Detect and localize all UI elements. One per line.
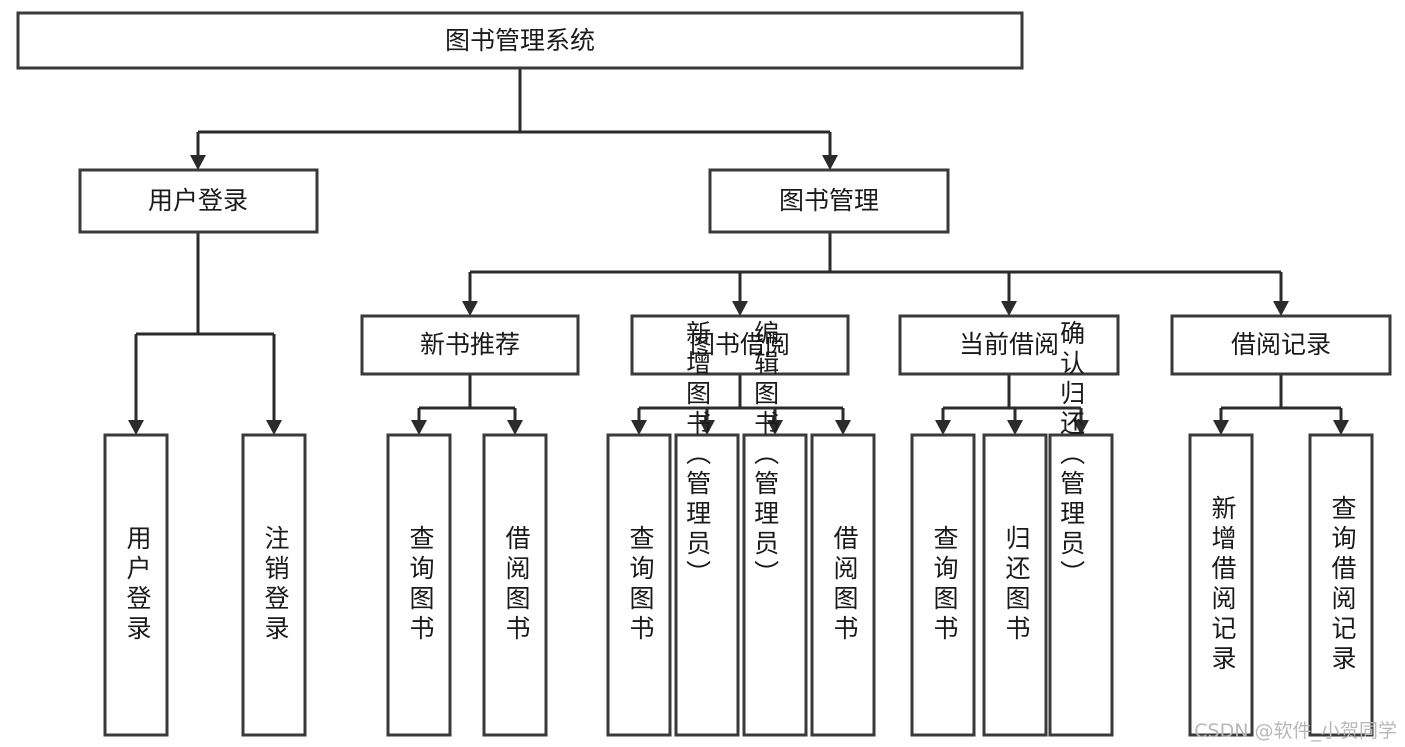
leaf-borrow-book-bb-label: 借阅图书 <box>830 525 859 645</box>
leaf-add-book-admin-label: 新增图书（管理员） <box>683 320 712 590</box>
leaf-edit-book-admin-box <box>742 433 808 737</box>
leaf-node-logout[interactable]: 注销登录 <box>241 433 307 737</box>
leaf-node-confirm-return-admin[interactable]: 确认归还（管理员） <box>1048 320 1114 737</box>
node-book-management[interactable]: 图书管理 <box>708 168 950 234</box>
leaf-query-borrow-record-label: 查询借阅记录 <box>1328 495 1357 675</box>
arrowhead-borrow-record <box>1273 301 1289 316</box>
leaf-query-book-bb-box <box>606 433 672 737</box>
node-book-borrow-label: 图书借阅 <box>690 330 790 359</box>
leaf-query-book-nb-box <box>386 433 452 737</box>
arrowhead-current-borrow <box>1001 301 1017 316</box>
node-borrow-record[interactable]: 借阅记录 <box>1170 314 1392 376</box>
leaf-user-login-label: 用户登录 <box>123 525 152 645</box>
leaf-add-borrow-record-box <box>1188 433 1254 737</box>
leaf-query-borrow-record-box <box>1308 433 1374 737</box>
leaf-edit-book-admin-label: 编辑图书（管理员） <box>751 320 780 590</box>
node-root-box <box>16 11 1024 70</box>
leaf-logout-box <box>241 433 307 737</box>
connector-group-book-borrow-children <box>631 374 851 435</box>
leaf-add-borrow-record-label: 新增借阅记录 <box>1208 495 1237 675</box>
node-book-management-box <box>708 168 950 234</box>
arrowhead-leaf-1 <box>128 420 144 435</box>
leaf-logout-label: 注销登录 <box>261 525 290 645</box>
leaf-return-book-label: 归还图书 <box>1002 525 1031 645</box>
connector-group-borrow-record-children <box>1213 374 1349 435</box>
leaf-query-book-nb-label: 查询图书 <box>406 525 435 645</box>
node-user-login-box <box>78 168 319 234</box>
leaf-node-query-book-nb[interactable]: 查询图书 <box>386 433 452 737</box>
arrowhead-leaf-6 <box>699 420 715 435</box>
arrowhead-book-mgmt <box>822 155 838 170</box>
arrowhead-leaf-7 <box>767 420 783 435</box>
node-new-book-recommend-box <box>360 314 580 376</box>
leaf-node-add-borrow-record[interactable]: 新增借阅记录 <box>1188 433 1254 737</box>
node-root[interactable]: 图书管理系统 <box>16 11 1024 70</box>
leaf-borrow-book-nb-label: 借阅图书 <box>502 525 531 645</box>
node-book-management-label: 图书管理 <box>779 186 879 215</box>
node-user-login[interactable]: 用户登录 <box>78 168 319 234</box>
arrowhead-book-borrow <box>732 301 748 316</box>
leaf-node-return-book[interactable]: 归还图书 <box>982 433 1048 737</box>
node-new-book-recommend-label: 新书推荐 <box>420 330 520 359</box>
leaf-return-book-box <box>982 433 1048 737</box>
leaf-confirm-return-admin-label: 确认归还（管理员） <box>1057 320 1086 590</box>
arrowhead-leaf-12 <box>1213 420 1229 435</box>
node-new-book-recommend[interactable]: 新书推荐 <box>360 314 580 376</box>
leaf-node-borrow-book-nb[interactable]: 借阅图书 <box>482 433 548 737</box>
node-current-borrow[interactable]: 当前借阅 <box>898 314 1120 376</box>
leaf-borrow-book-bb-box <box>810 433 876 737</box>
connector-group-current-borrow-children <box>935 374 1089 435</box>
arrowhead-new-books <box>462 301 478 316</box>
leaf-add-book-admin-box <box>674 433 740 737</box>
arrowhead-leaf-5 <box>631 420 647 435</box>
node-root-label: 图书管理系统 <box>445 26 595 55</box>
connector-group-new-books-children <box>411 374 523 435</box>
arrowhead-leaf-8 <box>835 420 851 435</box>
arrowhead-leaf-4 <box>507 420 523 435</box>
node-borrow-record-label: 借阅记录 <box>1231 330 1331 359</box>
arrowhead-leaf-3 <box>411 420 427 435</box>
leaf-borrow-book-nb-box <box>482 433 548 737</box>
node-book-borrow[interactable]: 图书借阅 <box>630 314 850 376</box>
leaf-node-query-book-bb[interactable]: 查询图书 <box>606 433 672 737</box>
arrowhead-leaf-10 <box>1007 420 1023 435</box>
node-borrow-record-box <box>1170 314 1392 376</box>
connector-group-root-to-level2 <box>190 68 838 170</box>
leaf-node-query-book-cb[interactable]: 查询图书 <box>910 433 976 737</box>
leaf-query-book-cb-label: 查询图书 <box>930 525 959 645</box>
arrowhead-leaf-2 <box>266 420 282 435</box>
node-current-borrow-label: 当前借阅 <box>959 330 1059 359</box>
leaf-node-borrow-book-bb[interactable]: 借阅图书 <box>810 433 876 737</box>
leaf-node-user-login[interactable]: 用户登录 <box>103 433 169 737</box>
leaf-confirm-return-admin-box <box>1048 433 1114 737</box>
connector-group-book-mgmt-children <box>462 232 1289 316</box>
arrowhead-leaf-11 <box>1073 420 1089 435</box>
leaf-node-edit-book-admin[interactable]: 编辑图书（管理员） <box>742 320 808 737</box>
leaf-user-login-box <box>103 433 169 737</box>
leaf-query-book-cb-box <box>910 433 976 737</box>
arrowhead-leaf-13 <box>1333 420 1349 435</box>
connector-group-user-login-children <box>128 232 282 435</box>
arrowhead-leaf-9 <box>935 420 951 435</box>
node-user-login-label: 用户登录 <box>148 186 248 215</box>
node-current-borrow-box <box>898 314 1120 376</box>
leaf-node-add-book-admin[interactable]: 新增图书（管理员） <box>674 320 740 737</box>
node-book-borrow-box <box>630 314 850 376</box>
leaf-query-book-bb-label: 查询图书 <box>626 525 655 645</box>
arrowhead-user-login <box>190 155 206 170</box>
csdn-watermark: CSDN @软件_小贺同学 <box>1194 720 1397 742</box>
leaf-node-query-borrow-record[interactable]: 查询借阅记录 <box>1308 433 1374 737</box>
